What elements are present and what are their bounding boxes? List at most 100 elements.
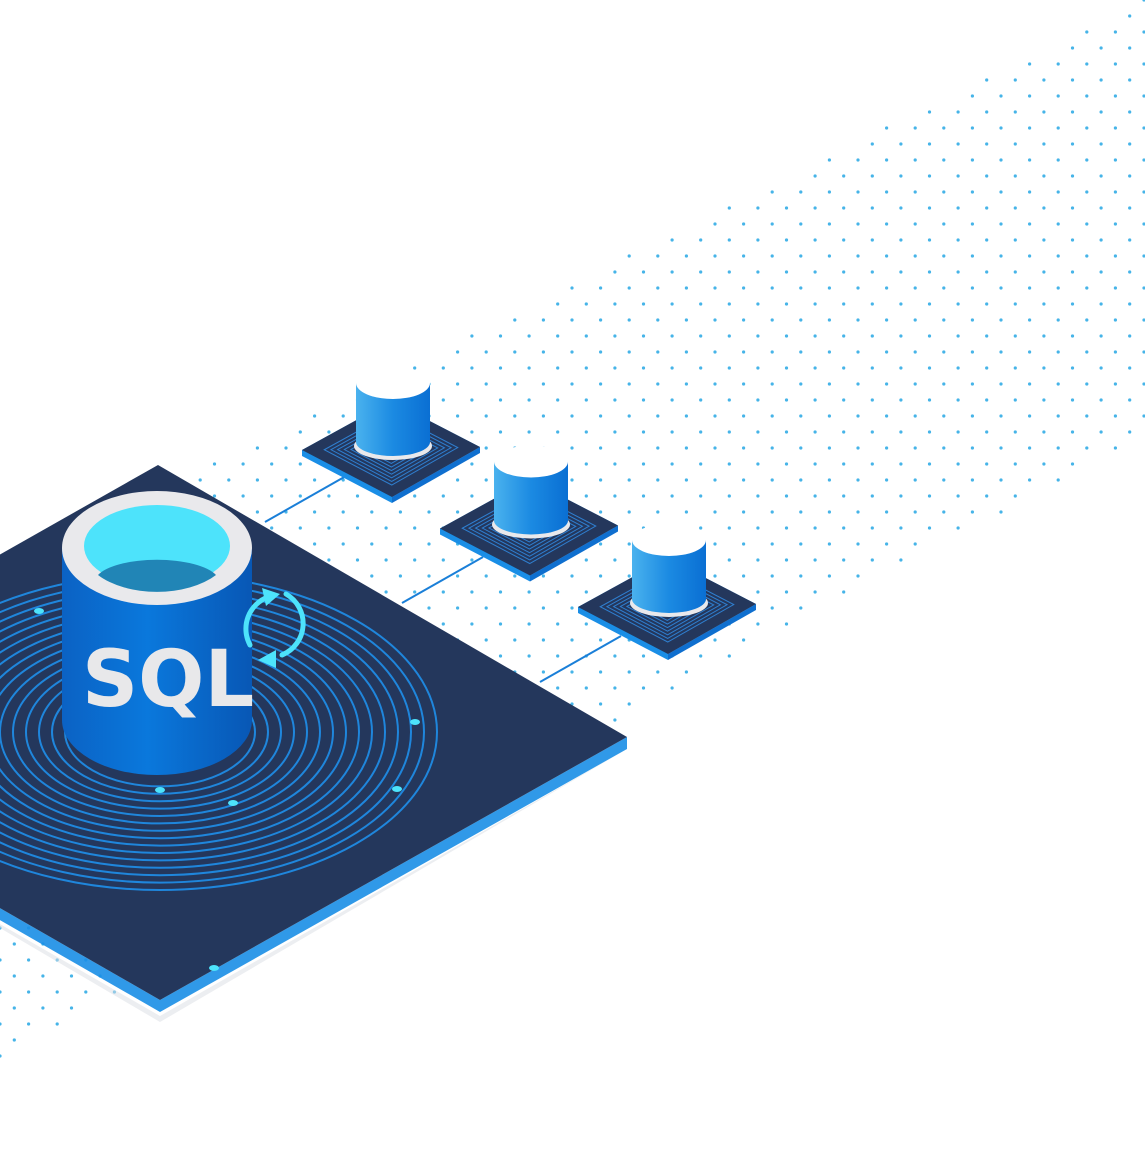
grid-dot bbox=[713, 318, 717, 322]
grid-dot bbox=[1013, 462, 1017, 466]
grid-dot bbox=[1128, 334, 1132, 338]
grid-dot bbox=[627, 350, 631, 354]
grid-dot bbox=[441, 366, 445, 370]
grid-dot bbox=[970, 190, 975, 194]
grid-dot bbox=[241, 494, 245, 498]
grid-dot bbox=[384, 590, 388, 594]
grid-dot bbox=[413, 366, 417, 370]
grid-dot bbox=[827, 542, 832, 546]
grid-dot bbox=[41, 974, 45, 978]
grid-dot bbox=[484, 606, 488, 610]
grid-dot bbox=[770, 222, 774, 226]
grid-dot bbox=[441, 622, 445, 626]
grid-dot bbox=[956, 270, 960, 274]
grid-dot bbox=[827, 478, 832, 482]
grid-dot bbox=[384, 526, 388, 530]
grid-dot bbox=[956, 110, 960, 114]
replica-database bbox=[578, 524, 756, 660]
grid-dot bbox=[1142, 30, 1145, 34]
grid-dot bbox=[641, 430, 646, 434]
grid-dot bbox=[1056, 62, 1060, 66]
grid-dot bbox=[799, 414, 803, 418]
grid-dot bbox=[1028, 158, 1032, 162]
grid-dot bbox=[813, 494, 817, 498]
grid-dot bbox=[784, 366, 789, 370]
grid-dot bbox=[913, 254, 917, 258]
grid-dot bbox=[570, 382, 574, 386]
grid-dot bbox=[899, 558, 903, 562]
grid-dot bbox=[270, 462, 274, 466]
grid-dot bbox=[599, 574, 603, 578]
grid-dot bbox=[713, 478, 717, 482]
grid-dot bbox=[1142, 382, 1145, 386]
grid-dot bbox=[799, 478, 803, 482]
grid-dot bbox=[584, 494, 588, 498]
grid-dot bbox=[398, 542, 402, 546]
grid-dot bbox=[827, 446, 832, 450]
grid-dot bbox=[942, 510, 946, 514]
grid-dot bbox=[684, 286, 689, 290]
grid-dot bbox=[1028, 94, 1032, 98]
grid-dot bbox=[813, 238, 817, 242]
grid-dot bbox=[999, 318, 1003, 322]
grid-dot bbox=[770, 350, 774, 354]
grid-dot bbox=[627, 510, 631, 514]
grid-dot bbox=[613, 334, 617, 338]
grid-dot bbox=[570, 318, 574, 322]
grid-dot bbox=[899, 238, 903, 242]
grid-dot bbox=[1085, 222, 1089, 226]
grid-dot bbox=[313, 478, 317, 482]
grid-dot bbox=[885, 478, 889, 482]
grid-dot bbox=[985, 494, 989, 498]
grid-dot bbox=[842, 398, 846, 402]
grid-dot bbox=[985, 366, 989, 370]
grid-dot bbox=[27, 990, 31, 994]
grid-dot bbox=[985, 334, 989, 338]
grid-dot bbox=[599, 286, 603, 290]
grid-dot bbox=[799, 350, 803, 354]
grid-dot bbox=[813, 270, 817, 274]
grid-dot bbox=[584, 398, 588, 402]
grid-dot bbox=[727, 558, 731, 562]
grid-dot bbox=[699, 398, 703, 402]
grid-dot bbox=[1128, 206, 1132, 210]
grid-dot bbox=[727, 398, 731, 402]
grid-dot bbox=[384, 558, 388, 562]
grid-dot bbox=[570, 350, 574, 354]
grid-dot bbox=[713, 254, 717, 258]
grid-dot bbox=[1142, 158, 1145, 162]
grid-dot bbox=[313, 542, 317, 546]
grid-dot bbox=[756, 558, 760, 562]
grid-dot bbox=[1085, 62, 1089, 66]
grid-dot bbox=[613, 558, 617, 562]
grid-dot bbox=[613, 686, 617, 690]
grid-dot bbox=[927, 302, 932, 306]
grid-dot bbox=[1028, 190, 1032, 194]
grid-dot bbox=[1113, 414, 1117, 418]
grid-dot bbox=[942, 254, 946, 258]
grid-dot bbox=[713, 382, 717, 386]
grid-dot bbox=[956, 494, 960, 498]
grid-dot bbox=[784, 302, 789, 306]
grid-dot bbox=[12, 974, 16, 978]
grid-dot bbox=[770, 254, 774, 258]
grid-dot bbox=[484, 350, 488, 354]
grid-dot bbox=[913, 158, 917, 162]
grid-dot bbox=[913, 542, 917, 546]
grid-dot bbox=[970, 478, 975, 482]
grid-dot bbox=[756, 206, 760, 210]
grid-dot bbox=[1013, 270, 1017, 274]
grid-dot bbox=[284, 446, 288, 450]
grid-dot bbox=[1128, 366, 1132, 370]
grid-dot bbox=[956, 526, 960, 530]
grid-dot bbox=[670, 430, 674, 434]
grid-dot bbox=[1099, 142, 1103, 146]
grid-dot bbox=[784, 526, 789, 530]
grid-dot bbox=[84, 990, 88, 994]
grid-dot bbox=[413, 526, 417, 530]
grid-dot bbox=[885, 254, 889, 258]
grid-dot bbox=[870, 430, 874, 434]
grid-dot bbox=[856, 478, 860, 482]
grid-dot bbox=[942, 382, 946, 386]
grid-dot bbox=[470, 558, 474, 562]
